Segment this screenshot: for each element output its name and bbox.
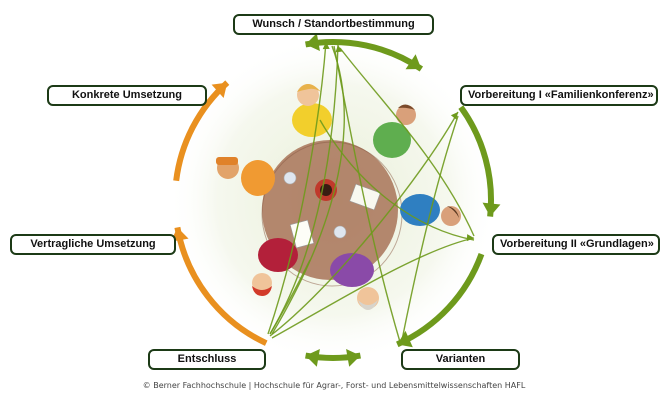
stage-vorbereitung-2[interactable]: Vorbereitung II «Grundlagen» xyxy=(492,234,660,255)
arrowhead xyxy=(305,348,320,367)
paper-icon xyxy=(349,183,381,211)
arrowhead xyxy=(346,348,361,367)
arrowhead xyxy=(405,54,422,70)
stage-vorbereitung-1[interactable]: Vorbereitung I «Familienkonferenz» xyxy=(460,85,658,106)
arrowhead xyxy=(211,82,228,98)
cycle-arcs xyxy=(170,33,501,367)
stage-varianten[interactable]: Varianten xyxy=(401,349,520,370)
arrowhead xyxy=(305,33,320,52)
connector-line xyxy=(333,45,401,343)
person-icon xyxy=(292,84,332,137)
connector-line xyxy=(319,119,475,241)
stage-entschluss[interactable]: Entschluss xyxy=(148,349,266,370)
connector-line xyxy=(269,44,339,335)
copyright-credit: © Berner Fachhochschule | Hochschule für… xyxy=(142,381,526,390)
connector-arrowhead xyxy=(322,42,330,50)
arrowhead xyxy=(482,202,501,217)
meeting-illustration xyxy=(216,84,461,310)
arrowhead xyxy=(397,330,413,348)
person-icon xyxy=(400,194,461,226)
stage-konkrete-umsetzung[interactable]: Konkrete Umsetzung xyxy=(47,85,207,106)
connector-arrowhead xyxy=(450,112,458,120)
connector-arrowhead xyxy=(466,234,474,242)
cycle-arc xyxy=(396,253,485,348)
connector-arrowhead xyxy=(335,45,343,53)
stage-vertragliche-umsetzung[interactable]: Vertragliche Umsetzung xyxy=(10,234,176,255)
connector-line xyxy=(271,237,475,339)
connector-line xyxy=(267,41,327,335)
connector-line xyxy=(401,115,459,341)
person-icon xyxy=(252,238,298,296)
person-icon xyxy=(373,104,416,158)
connector-line xyxy=(339,47,475,237)
person-icon xyxy=(216,157,275,196)
connector-line xyxy=(269,259,311,335)
stage-wunsch-standortbestimmung[interactable]: Wunsch / Standortbestimmung xyxy=(233,14,434,35)
connection-lines xyxy=(267,41,475,343)
cycle-arc xyxy=(174,226,268,346)
person-icon xyxy=(330,253,379,310)
cycle-arc xyxy=(305,39,424,72)
